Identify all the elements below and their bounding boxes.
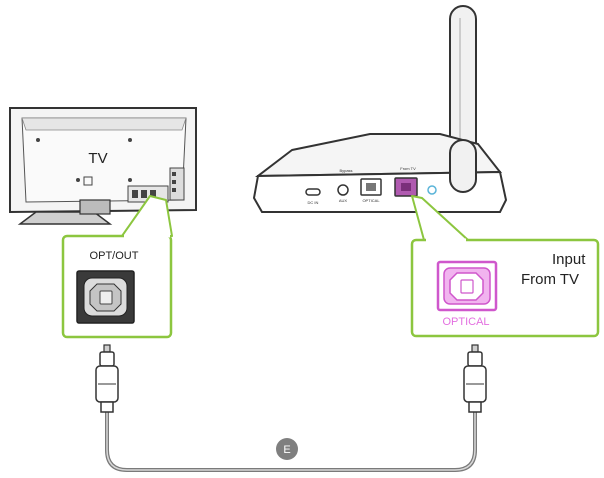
optical-cable: E <box>95 344 487 472</box>
status-led-icon <box>427 185 437 195</box>
wireless-device-illustration: DC IN AUX Bypass OPTICAL From TV <box>252 5 508 213</box>
cable-badge-label: E <box>283 444 290 456</box>
svg-text:AUX: AUX <box>339 198 348 203</box>
tv-label: TV <box>88 150 107 167</box>
tv-screw <box>36 138 40 142</box>
svg-text:Bypass: Bypass <box>339 168 352 173</box>
svg-text:OPTICAL: OPTICAL <box>362 198 380 203</box>
from-tv-heading: From TV <box>521 271 579 288</box>
tv-callout-pointer <box>121 195 173 237</box>
optical-input-port-icon <box>436 260 498 312</box>
left-optical-plug-icon <box>95 344 119 413</box>
input-heading: Input <box>552 251 586 268</box>
svg-text:DC IN: DC IN <box>308 200 319 205</box>
cable-badge: E <box>276 438 298 460</box>
tv-screw <box>128 138 132 142</box>
optical-port-icon <box>76 270 135 324</box>
svg-text:From TV: From TV <box>400 166 416 171</box>
device-callout: Input From TV OPTICAL <box>410 195 600 338</box>
opt-out-label: OPT/OUT <box>90 250 139 262</box>
tv-callout: OPT/OUT <box>61 195 173 339</box>
optical-port-label: OPTICAL <box>442 316 489 328</box>
tv-screw <box>128 178 132 182</box>
tv-screw <box>76 178 80 182</box>
right-optical-plug-icon <box>463 344 487 413</box>
